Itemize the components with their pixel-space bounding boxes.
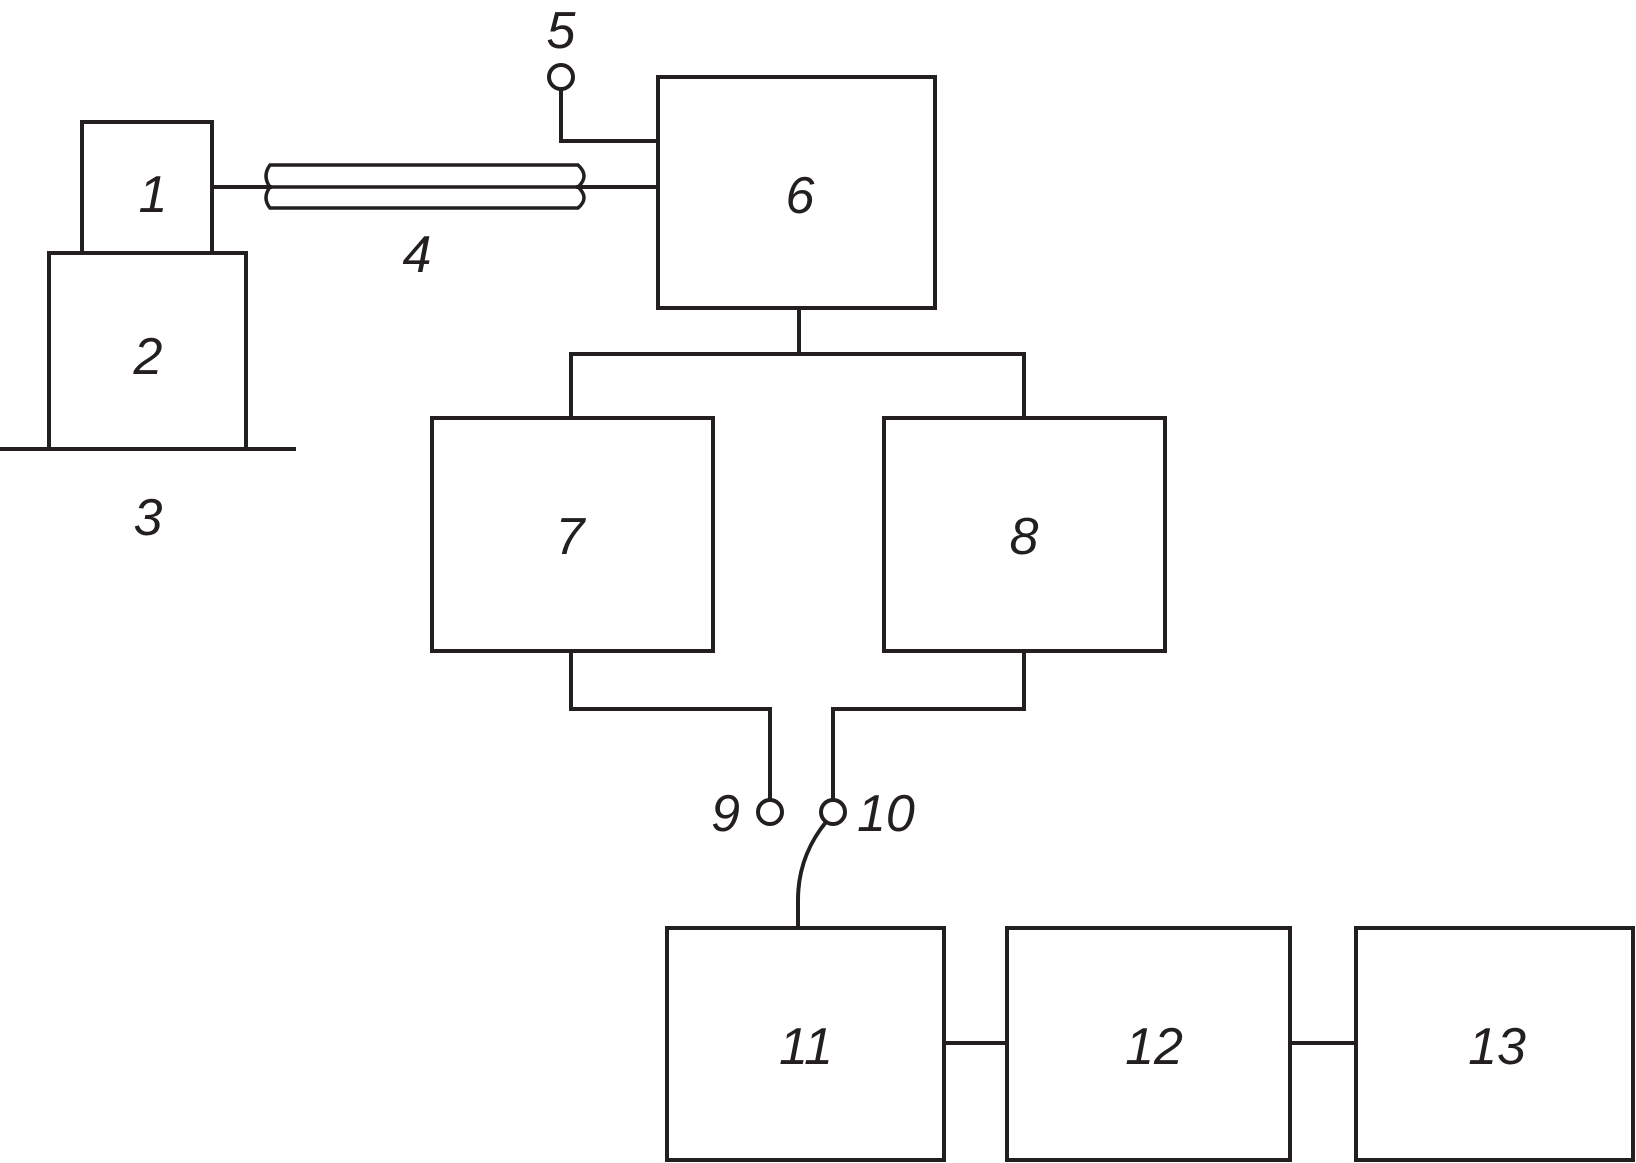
cable-4: 4 (210, 163, 658, 284)
wire-6-to-7-8 (569, 306, 1026, 419)
block-8-label: 8 (1010, 508, 1039, 566)
wire-8-to-terminal-10 (831, 649, 1026, 802)
terminal-5-circle (547, 63, 575, 91)
block-6: 6 (656, 75, 937, 310)
terminal-10-circle (819, 798, 847, 826)
block-11: 11 (665, 926, 946, 1162)
block-1-label: 1 (139, 166, 168, 224)
terminal-9-circle (756, 798, 784, 826)
wire-7-to-terminal-9 (569, 649, 772, 802)
terminal-5-wire (559, 87, 658, 143)
terminal-9: 9 (711, 785, 784, 843)
block-11-label: 11 (779, 1018, 833, 1076)
block-12-label: 12 (1125, 1018, 1183, 1076)
block-8: 8 (882, 416, 1167, 653)
block-7: 7 (430, 416, 715, 653)
terminal-10-label: 10 (857, 785, 915, 843)
terminal-5: 5 (547, 2, 658, 143)
base-3-label: 3 (134, 489, 163, 547)
cable-4-label: 4 (403, 226, 432, 284)
block-13: 13 (1354, 926, 1635, 1162)
block-1: 1 (80, 120, 214, 256)
block-2-label: 2 (133, 328, 163, 386)
block-13-label: 13 (1468, 1018, 1526, 1076)
terminal-9-label: 9 (711, 785, 740, 843)
block-7-label: 7 (556, 508, 587, 566)
terminal-10: 10 (819, 785, 915, 843)
cable-4-sheath (264, 163, 586, 210)
block-2: 2 (47, 251, 248, 451)
base-3: 3 (0, 447, 296, 547)
block-6-label: 6 (786, 167, 815, 225)
terminal-5-label: 5 (547, 2, 577, 60)
block-12: 12 (1005, 926, 1292, 1162)
switch-lead-to-block-11 (796, 819, 829, 930)
